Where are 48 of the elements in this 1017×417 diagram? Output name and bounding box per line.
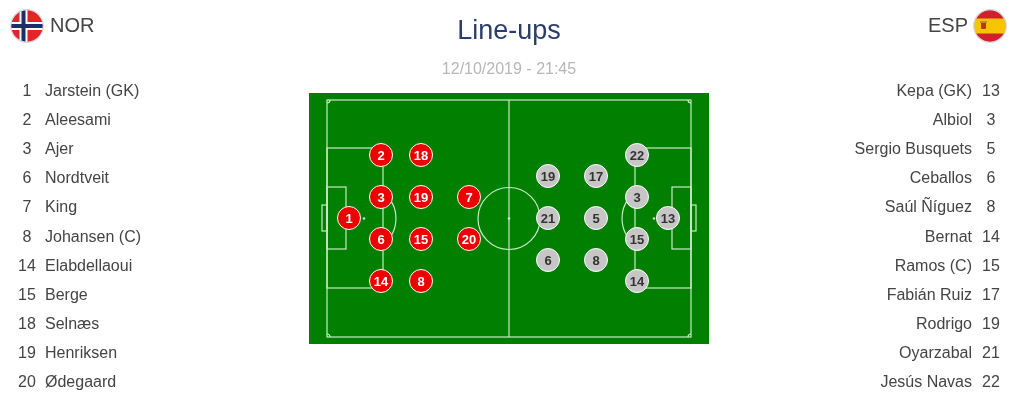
shirt-number: 3 <box>986 110 996 131</box>
shirt-number: 6 <box>22 168 32 189</box>
title: Line-ups <box>457 14 561 46</box>
shirt-number: 19 <box>982 313 1000 334</box>
player-name: Ajer <box>45 139 74 160</box>
shirt-number: 14 <box>982 226 1000 247</box>
player-name: Jarstein (GK) <box>45 81 140 101</box>
shirt-number: 18 <box>18 313 36 334</box>
player-name: King <box>45 197 78 218</box>
player-name: Ødegaard <box>45 372 117 392</box>
player-name: Saúl Ñíguez <box>884 197 972 218</box>
shirt-number: 15 <box>18 284 36 305</box>
player-name: Ceballos <box>909 168 972 189</box>
player-name: Elabdellaoui <box>45 255 133 276</box>
shirt-number: 14 <box>18 255 36 276</box>
shirt-number: 15 <box>982 255 1000 276</box>
match-date: 12/10/2019 - 21:45 <box>441 59 577 79</box>
shirt-number: 17 <box>982 284 1000 305</box>
shirt-number: 5 <box>986 139 996 160</box>
player-name: Sergio Busquets <box>854 139 972 160</box>
player-name: Nordtveit <box>45 168 110 189</box>
shirt-number: 19 <box>18 342 36 363</box>
shirt-number: 1 <box>22 81 32 101</box>
player-name: Jesús Navas <box>880 372 972 392</box>
player-name: Kepa (GK) <box>896 81 972 101</box>
player-name: Berge <box>45 284 88 305</box>
team-code: ESP <box>927 13 968 37</box>
player-name: Ramos (C) <box>894 255 972 276</box>
shirt-number: 6 <box>986 168 996 189</box>
player-name: Fabián Ruiz <box>886 284 972 305</box>
shirt-number: 7 <box>22 197 32 218</box>
player-name: Johansen (C) <box>45 226 142 247</box>
player-name: Rodrigo <box>915 313 972 334</box>
shirt-number: 2 <box>22 110 32 131</box>
player-name: Oyarzabal <box>899 342 972 363</box>
shirt-number: 20 <box>18 372 36 392</box>
player-name: Henriksen <box>45 342 118 363</box>
player-name: Aleesami <box>45 110 111 131</box>
team-code: NOR <box>50 13 95 37</box>
shirt-number: 3 <box>22 139 32 160</box>
shirt-number: 8 <box>986 197 996 218</box>
shirt-number: 22 <box>982 372 1000 392</box>
shirt-number: 13 <box>982 81 1000 101</box>
shirt-number: 8 <box>22 226 32 247</box>
player-name: Selnæs <box>45 313 100 334</box>
player-name: Bernat <box>924 226 972 247</box>
player-name: Albiol <box>932 110 972 131</box>
shirt-number: 21 <box>982 342 1000 363</box>
